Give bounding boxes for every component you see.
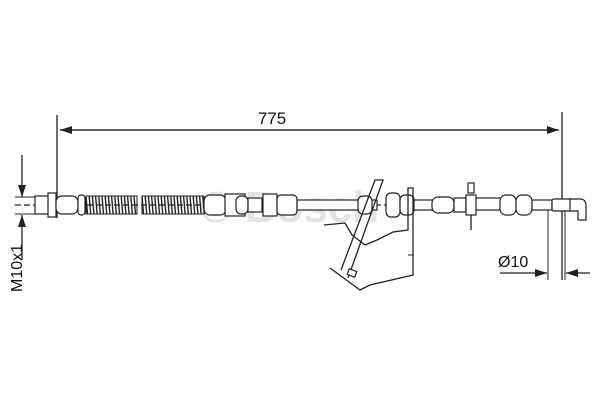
diameter-label: Ø10	[498, 254, 528, 271]
spring-coil	[98, 195, 101, 215]
spring-coil	[104, 195, 108, 215]
spring-coil	[166, 195, 170, 215]
length-dimension: 775	[56, 109, 563, 280]
spring-coil	[123, 195, 127, 215]
spring-coil	[192, 195, 196, 215]
spring-coil	[114, 195, 117, 215]
thread-dimension: M10x1	[9, 155, 40, 292]
spring-coil	[198, 195, 202, 215]
diameter-dimension: Ø10	[498, 210, 590, 280]
spring-coil	[189, 195, 193, 215]
spring-coil	[157, 195, 161, 215]
spring-coil	[107, 195, 111, 215]
spring-coil	[133, 195, 137, 215]
spring-coil	[150, 195, 154, 215]
spring-coil	[147, 195, 151, 215]
spring-coil	[154, 195, 157, 215]
spring-coil	[91, 195, 95, 215]
spring-coil	[163, 195, 167, 215]
spring-coil	[88, 195, 92, 215]
spring-coil	[101, 195, 105, 215]
spring-coil	[117, 195, 121, 215]
mounting-bracket	[323, 179, 477, 291]
spring-coil	[173, 195, 177, 215]
spring-coil	[94, 195, 98, 215]
spring-coil	[126, 195, 130, 215]
length-value: 775	[258, 109, 286, 128]
hose	[15, 192, 587, 221]
spring-section	[85, 195, 138, 215]
spring-coil	[110, 195, 114, 215]
spring-coil	[195, 195, 199, 215]
spring-coil	[176, 195, 180, 215]
spring-coil	[120, 195, 124, 215]
thread-label: M10x1	[9, 244, 26, 292]
spring-coil	[130, 195, 133, 215]
spring-coil	[170, 195, 173, 215]
spring-coil	[144, 195, 148, 215]
spring-coil	[182, 195, 186, 215]
spring-coil	[186, 195, 189, 215]
spring-coil	[160, 195, 164, 215]
spring-coil	[179, 195, 183, 215]
